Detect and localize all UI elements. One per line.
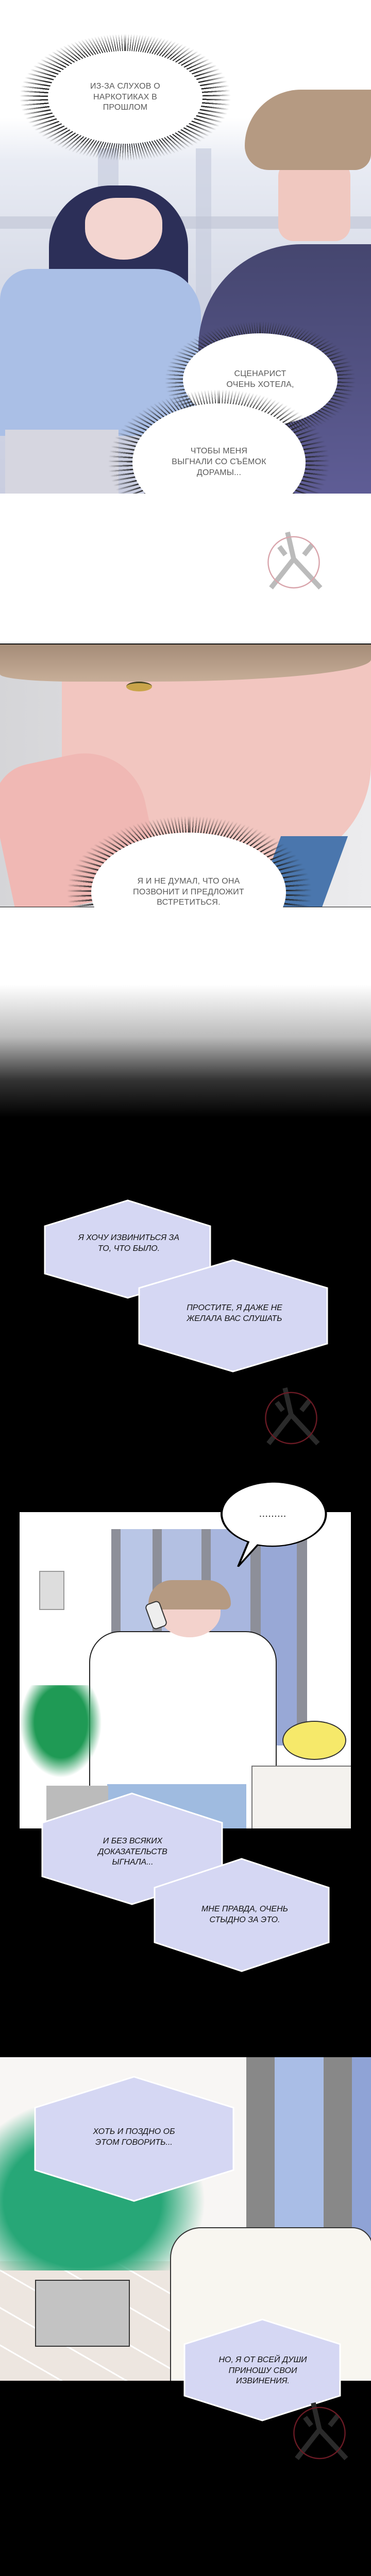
hexagon-box xyxy=(44,1199,211,1299)
hexagon-label: Хоть и поздно об этом говорить... xyxy=(93,2127,175,2147)
hexagon-text: Хоть и поздно об этом говорить... xyxy=(82,2120,185,2156)
bubble-text: Сценарист очень хотела, xyxy=(226,369,294,389)
hexagon-label: И без всяких доказательств ыгнала... xyxy=(98,1836,167,1867)
hexagon-text: Я хочу извиниться за то, что было. xyxy=(72,1228,185,1259)
watermark-logo xyxy=(289,2401,350,2463)
man-hair xyxy=(245,90,371,170)
narration-hexagons xyxy=(41,1792,330,1972)
wall-lamp xyxy=(39,1571,64,1610)
hexagon-box xyxy=(41,1792,223,1905)
narration-hexagons xyxy=(34,2076,341,2421)
hexagon-text: И без всяких доказательств ыгнала... xyxy=(82,1829,183,1875)
woman-pants xyxy=(5,430,119,494)
speech-bubble xyxy=(221,1481,327,1567)
bubble-text: ......... xyxy=(259,1510,287,1518)
plant xyxy=(20,1685,102,1778)
yellow-plush-toy xyxy=(282,1721,346,1760)
hexagon-label: Но, я от всей души приношу свои извинени… xyxy=(218,2355,307,2386)
hexagon-text: Мне правда, очень стыдно за это. xyxy=(191,1897,299,1933)
bubble-text: чтобы меня выгнали со съёмок дорамы... xyxy=(172,447,266,477)
fade-to-black xyxy=(0,907,371,1136)
hexagon-box xyxy=(34,2076,234,2202)
narration-hexagons xyxy=(44,1199,328,1372)
hexagon-text: Но, я от всей души приношу свои извинени… xyxy=(211,2348,314,2394)
hexagon-box xyxy=(138,1259,328,1372)
woman-face xyxy=(85,198,162,260)
man-eye xyxy=(126,682,152,691)
hexagon-label: Мне правда, очень стыдно за это. xyxy=(201,1905,289,1924)
watermark-logo xyxy=(260,1386,322,1448)
man-neck xyxy=(278,161,350,241)
hexagon-label: Простите, я даже не желала вас слушать xyxy=(187,1303,282,1323)
bubble-text: Из-за слухов о наркотиках в прошлом xyxy=(90,81,160,112)
man-hair xyxy=(148,1580,231,1609)
panel-gutter xyxy=(0,494,371,644)
sofa xyxy=(251,1766,351,1828)
watermark-logo xyxy=(263,530,325,592)
hexagon-box xyxy=(183,2318,341,2421)
hexagon-text: Простите, я даже не желала вас слушать xyxy=(178,1296,291,1332)
thought-bubble: Из-за слухов о наркотиках в прошлом xyxy=(48,51,203,144)
plant-pot xyxy=(35,2280,130,2347)
hexagon-box xyxy=(154,1858,330,1972)
hexagon-label: Я хочу извиниться за то, что было. xyxy=(78,1233,180,1253)
bubble-text: Я и не думал, что она позвонит и предлож… xyxy=(133,876,244,907)
